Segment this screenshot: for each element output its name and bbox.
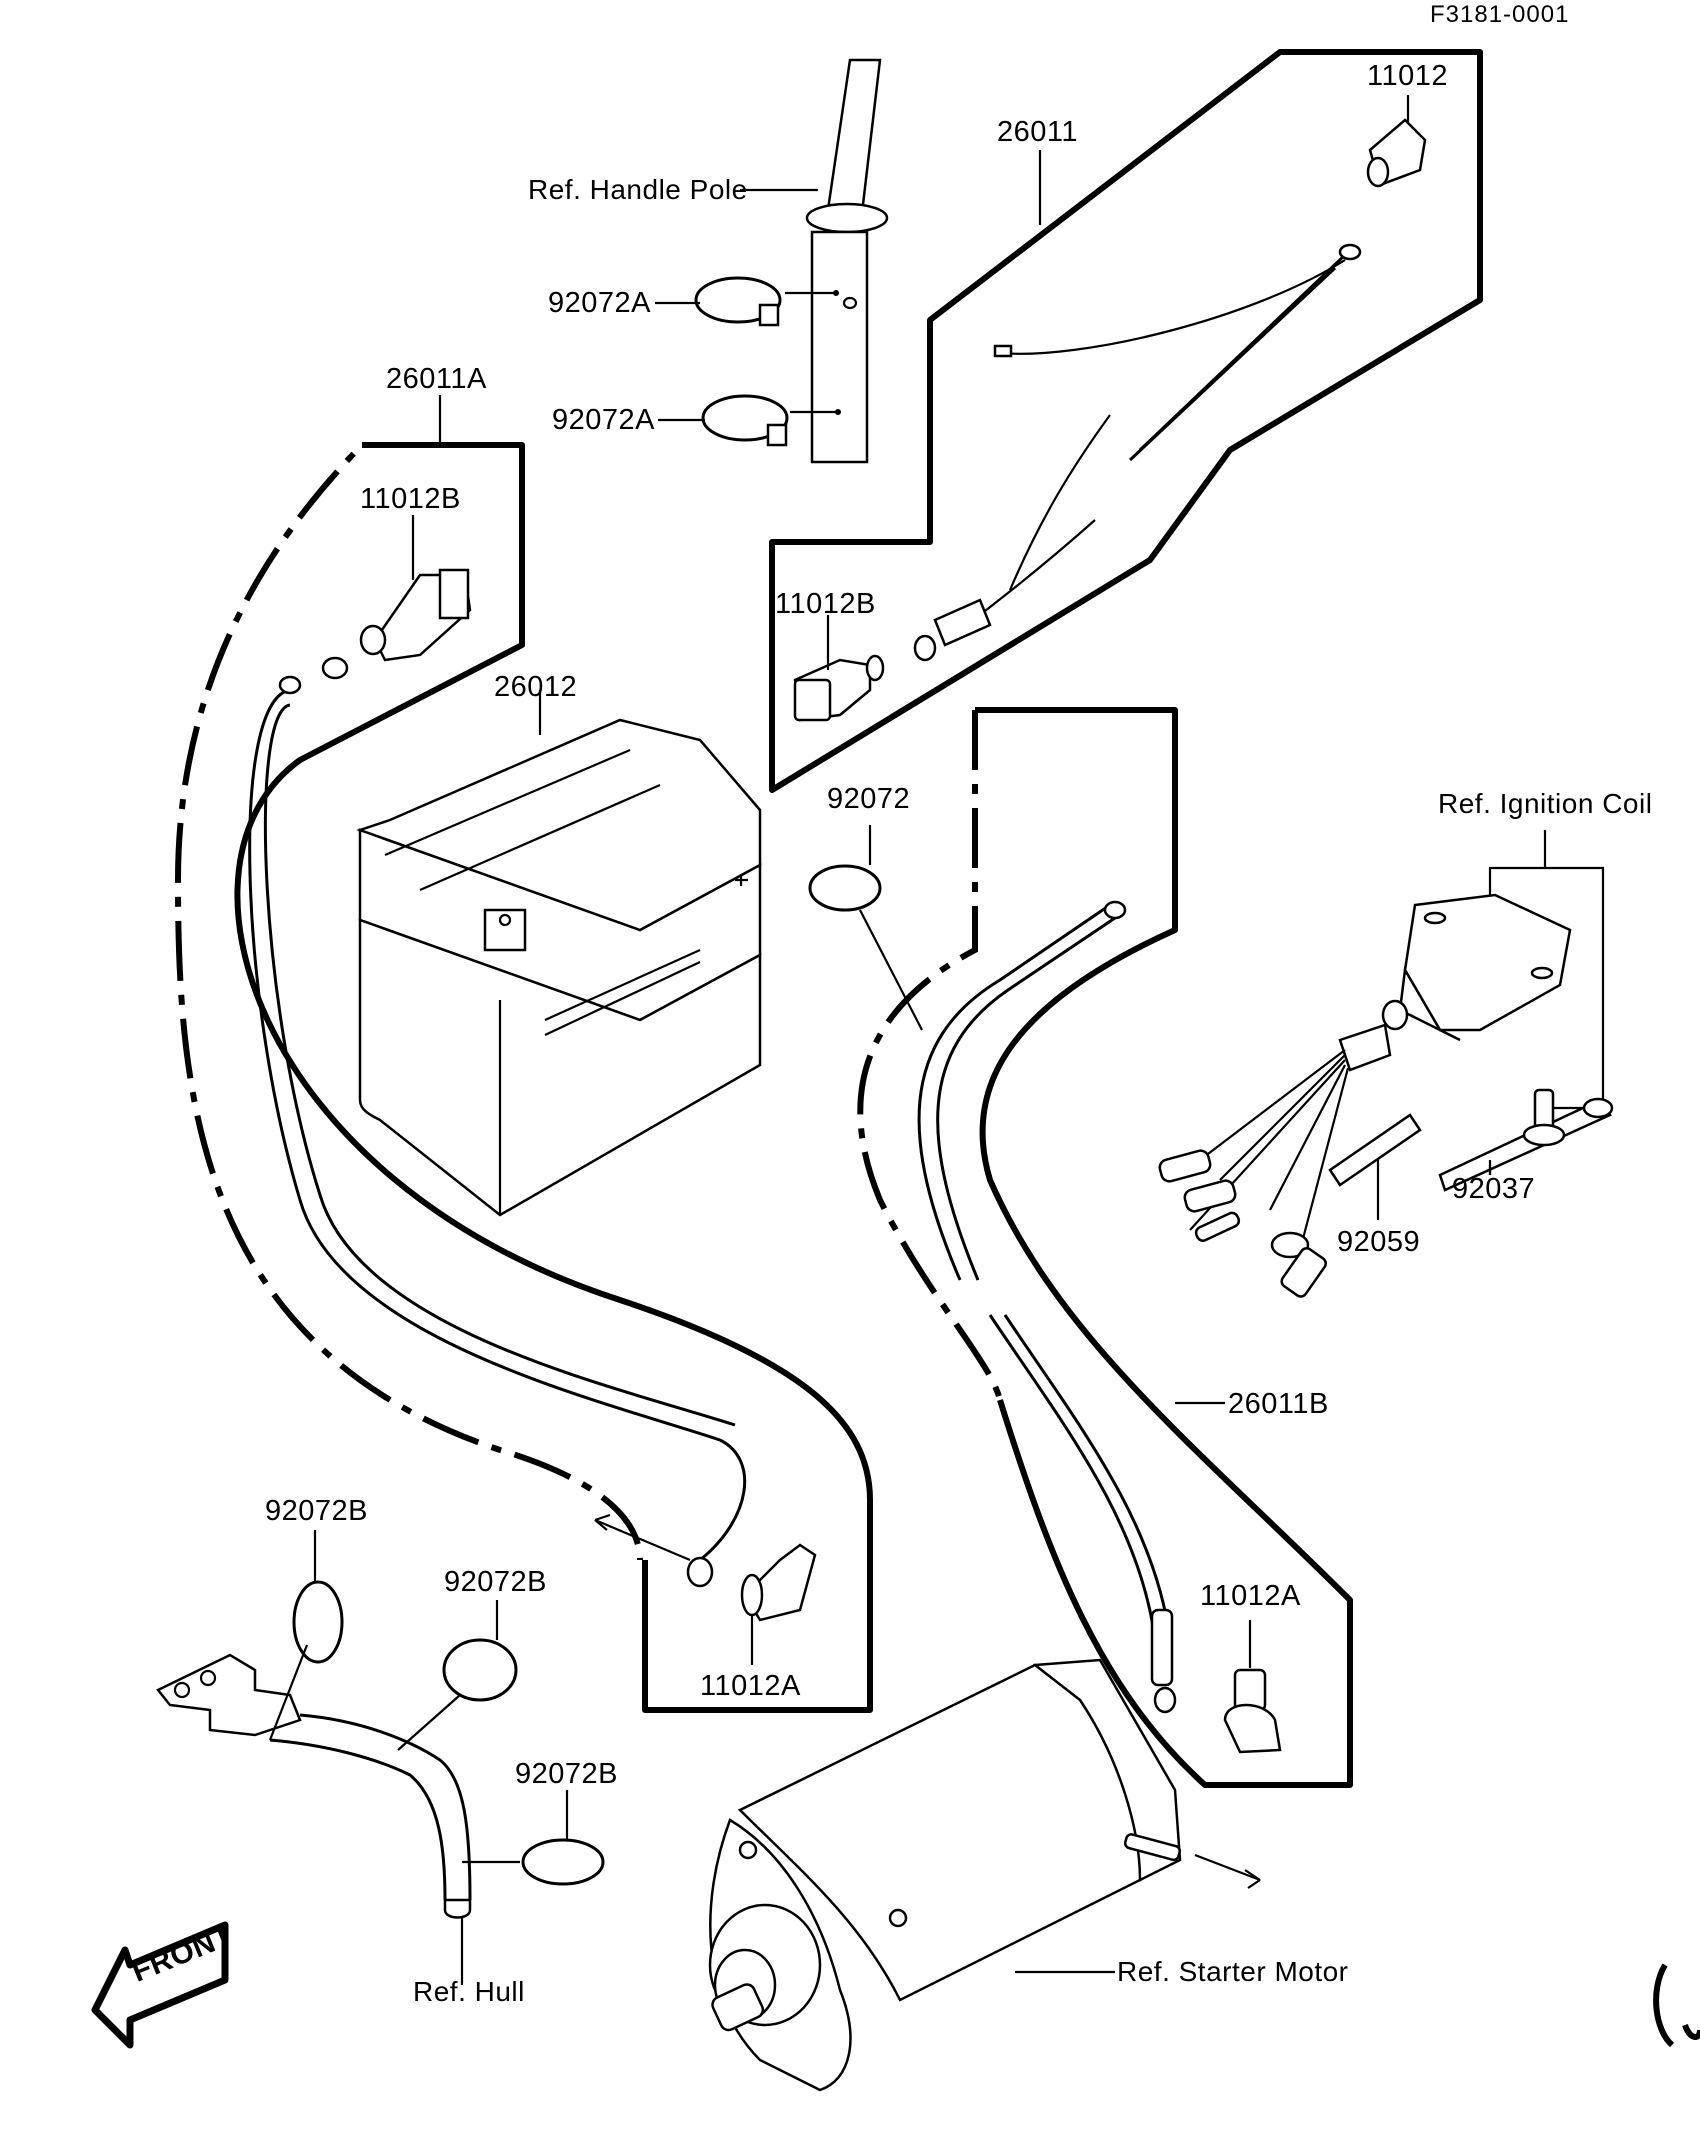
part-label-26012[interactable]: 26012	[494, 671, 578, 703]
band-92072B-1	[268, 1530, 344, 1741]
ref-label-ignition-coil[interactable]: Ref. Ignition Coil	[1438, 788, 1653, 819]
part-label-11012B-right[interactable]: 11012B	[775, 588, 876, 620]
band-92072	[808, 825, 923, 1031]
band-92072B-3	[462, 1790, 605, 1886]
band-92072B-2	[397, 1600, 518, 1751]
part-label-11012[interactable]: 11012	[1367, 60, 1448, 92]
starter-motor	[708, 1658, 1261, 2092]
part-label-26011A[interactable]: 26011A	[386, 363, 487, 395]
group-border-26011B	[857, 707, 1353, 1788]
part-label-92072A-upper[interactable]: 92072A	[548, 287, 651, 319]
band-92072A-upper	[655, 276, 836, 327]
part-label-92072B-2[interactable]: 92072B	[444, 1566, 547, 1598]
part-label-92072[interactable]: 92072	[827, 783, 911, 815]
cable-26011A	[248, 656, 747, 1588]
cover-11012A-right	[1223, 1620, 1282, 1754]
part-label-92059[interactable]: 92059	[1337, 1226, 1421, 1258]
part-label-92072B-1[interactable]: 92072B	[265, 1495, 368, 1527]
drawing-code: F3181-0001	[1430, 1, 1570, 28]
part-label-11012A-left[interactable]: 11012A	[700, 1670, 801, 1702]
ignition-coil	[1158, 830, 1614, 1298]
ref-label-handle-pole[interactable]: Ref. Handle Pole	[528, 174, 748, 205]
cover-11012A-left	[740, 1543, 817, 1665]
part-label-92037[interactable]: 92037	[1452, 1173, 1536, 1205]
hull-bracket	[156, 1653, 472, 1985]
cover-11012-top	[1366, 95, 1427, 188]
cover-11012B-right	[793, 615, 885, 722]
part-label-26011[interactable]: 26011	[997, 116, 1078, 148]
part-label-92072A-lower[interactable]: 92072A	[552, 404, 655, 436]
lead-26011	[913, 243, 1362, 662]
part-label-26011B[interactable]: 26011B	[1228, 1388, 1329, 1420]
handle-pole	[740, 58, 889, 464]
part-label-92072B-3[interactable]: 92072B	[515, 1758, 618, 1790]
part-label-11012B-left[interactable]: 11012B	[360, 483, 461, 515]
battery-26012	[356, 690, 762, 1217]
band-92072A-lower	[658, 394, 838, 447]
cover-11012B-left	[359, 515, 472, 662]
part-label-11012A-right[interactable]: 11012A	[1200, 1580, 1301, 1612]
page-edge-mark	[1653, 1963, 1700, 2048]
group-border-26011A	[174, 395, 873, 1713]
ref-label-starter-motor[interactable]: Ref. Starter Motor	[1117, 1956, 1349, 1987]
front-direction-arrow	[91, 1921, 229, 2049]
ref-label-hull[interactable]: Ref. Hull	[413, 1976, 525, 2007]
group-border-26011	[769, 49, 1483, 793]
cable-26011B	[917, 900, 1177, 1714]
